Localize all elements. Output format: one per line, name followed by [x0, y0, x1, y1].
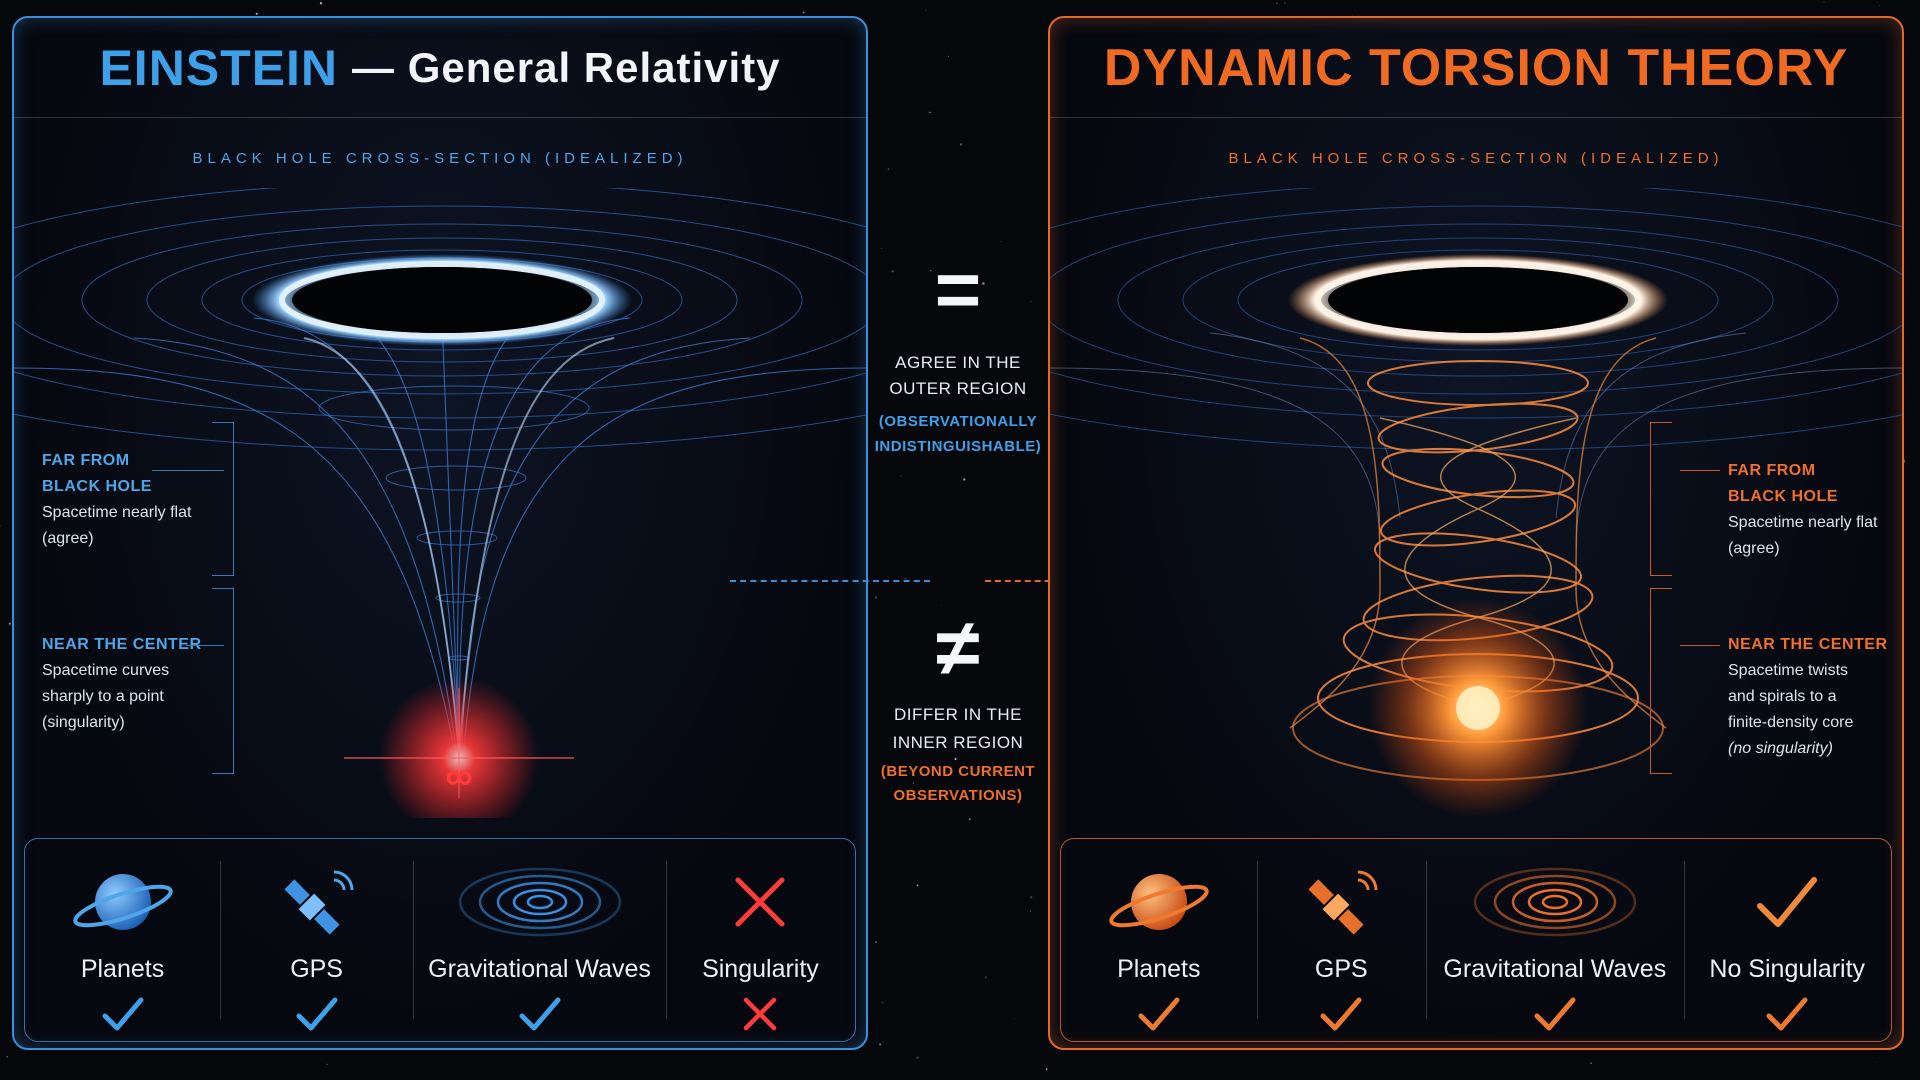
cross-icon — [728, 857, 792, 947]
far-bracket — [212, 422, 234, 576]
near-line3: finite-density core — [1728, 714, 1854, 731]
agree-sub2: INDISTINGUISHABLE) — [874, 438, 1042, 455]
einstein-panel: EINSTEIN — General Relativity BLACK HOLE… — [12, 16, 868, 1050]
left-divider-dash — [730, 580, 930, 582]
torsion-funnel-diagram — [1050, 188, 1902, 818]
agree-line1: AGREE IN THE — [895, 353, 1021, 372]
far-head-line2: BLACK HOLE — [42, 478, 152, 495]
satellite-icon — [272, 857, 362, 947]
satellite-icon — [1296, 857, 1386, 947]
tile-planets: Planets — [1061, 839, 1257, 1041]
tile-label: Singularity — [702, 955, 819, 983]
near-head: NEAR THE CENTER — [42, 636, 202, 653]
einstein-far-annotation: FAR FROM BLACK HOLE Spacetime nearly fla… — [42, 448, 191, 552]
tile-planets: Planets — [25, 839, 220, 1041]
einstein-title: EINSTEIN — General Relativity — [14, 18, 866, 118]
far-leader-line — [1680, 470, 1720, 471]
not-equal-symbol: ≠ — [936, 603, 980, 692]
tile-no-singularity: No Singularity — [1683, 839, 1892, 1041]
tile-label: Gravitational Waves — [428, 955, 651, 983]
agree-line2: OUTER REGION — [889, 379, 1027, 398]
einstein-funnel-diagram — [14, 188, 866, 818]
check-icon — [101, 994, 145, 1039]
differ-sub1: (BEYOND CURRENT — [880, 763, 1036, 780]
waves-icon — [1470, 857, 1640, 947]
far-head-line1: FAR FROM — [42, 452, 130, 469]
differ-line1: DIFFER IN THE — [893, 705, 1023, 724]
check-icon — [1765, 994, 1809, 1039]
torsion-far-annotation: FAR FROM BLACK HOLE Spacetime nearly fla… — [1728, 458, 1877, 562]
tile-gravitational-waves: Gravitational Waves — [1426, 839, 1683, 1041]
torsion-title: DYNAMIC TORSION THEORY — [1050, 18, 1902, 118]
check-icon — [1319, 994, 1363, 1039]
torsion-panel: DYNAMIC TORSION THEORY BLACK HOLE CROSS-… — [1048, 16, 1904, 1050]
tile-gravitational-waves: Gravitational Waves — [413, 839, 666, 1041]
tile-gps: GPS — [220, 839, 413, 1041]
near-bracket — [212, 588, 234, 774]
planet-icon — [68, 857, 178, 947]
torsion-near-annotation: NEAR THE CENTER Spacetime twists and spi… — [1728, 632, 1888, 762]
einstein-evidence-tiles: Planets GPS — [24, 838, 856, 1042]
tile-gps: GPS — [1256, 839, 1427, 1041]
cross-icon — [740, 994, 780, 1039]
near-head: NEAR THE CENTER — [1728, 636, 1888, 653]
einstein-near-annotation: NEAR THE CENTER Spacetime curves sharply… — [42, 632, 202, 736]
infinity-symbol: ∞ — [445, 756, 473, 798]
far-head-line2: BLACK HOLE — [1728, 488, 1838, 505]
einstein-title-rest: — General Relativity — [352, 43, 781, 91]
equal-symbol: = — [934, 245, 982, 334]
agree-sub1: (OBSERVATIONALLY — [878, 413, 1038, 430]
tile-label: Planets — [1117, 955, 1201, 983]
near-leader-line — [186, 645, 224, 646]
check-icon — [518, 994, 562, 1039]
far-line2: (agree) — [42, 530, 94, 547]
tile-label: Planets — [80, 955, 165, 983]
torsion-subtitle: BLACK HOLE CROSS-SECTION (IDEALIZED) — [1228, 150, 1724, 167]
tile-label: No Singularity — [1709, 955, 1866, 983]
near-line1: Spacetime curves — [42, 662, 170, 679]
check-icon — [1533, 994, 1577, 1039]
differ-sub2: OBSERVATIONS) — [893, 787, 1023, 804]
tile-singularity: Singularity — [665, 839, 855, 1041]
planet-icon — [1104, 857, 1214, 947]
comparison-column: = AGREE IN THE OUTER REGION (OBSERVATION… — [868, 0, 1048, 1080]
waves-icon — [455, 857, 625, 947]
near-leader-line — [1680, 645, 1720, 646]
near-line2: sharply to a point — [42, 688, 164, 705]
far-bracket — [1650, 422, 1672, 576]
tile-label: Gravitational Waves — [1443, 955, 1667, 983]
far-head-line1: FAR FROM — [1728, 462, 1816, 479]
check-icon — [295, 994, 339, 1039]
far-line1: Spacetime nearly flat — [1728, 514, 1878, 531]
einstein-subtitle: BLACK HOLE CROSS-SECTION (IDEALIZED) — [192, 150, 688, 167]
einstein-title-accent: EINSTEIN — [99, 39, 339, 96]
tile-label: GPS — [290, 955, 343, 983]
far-line2: (agree) — [1728, 540, 1780, 557]
tile-label: GPS — [1314, 955, 1368, 983]
check-icon — [1137, 994, 1181, 1039]
differ-line2: INNER REGION — [892, 733, 1024, 752]
torsion-evidence-tiles: Planets GPS — [1060, 838, 1892, 1042]
near-line3: (singularity) — [42, 714, 125, 731]
check-icon — [1752, 857, 1822, 947]
far-leader-line — [152, 470, 224, 471]
near-line2: and spirals to a — [1728, 688, 1837, 705]
near-line1: Spacetime twists — [1728, 662, 1849, 679]
far-line1: Spacetime nearly flat — [42, 504, 192, 521]
near-line4: (no singularity) — [1728, 740, 1833, 757]
near-bracket — [1650, 588, 1672, 774]
